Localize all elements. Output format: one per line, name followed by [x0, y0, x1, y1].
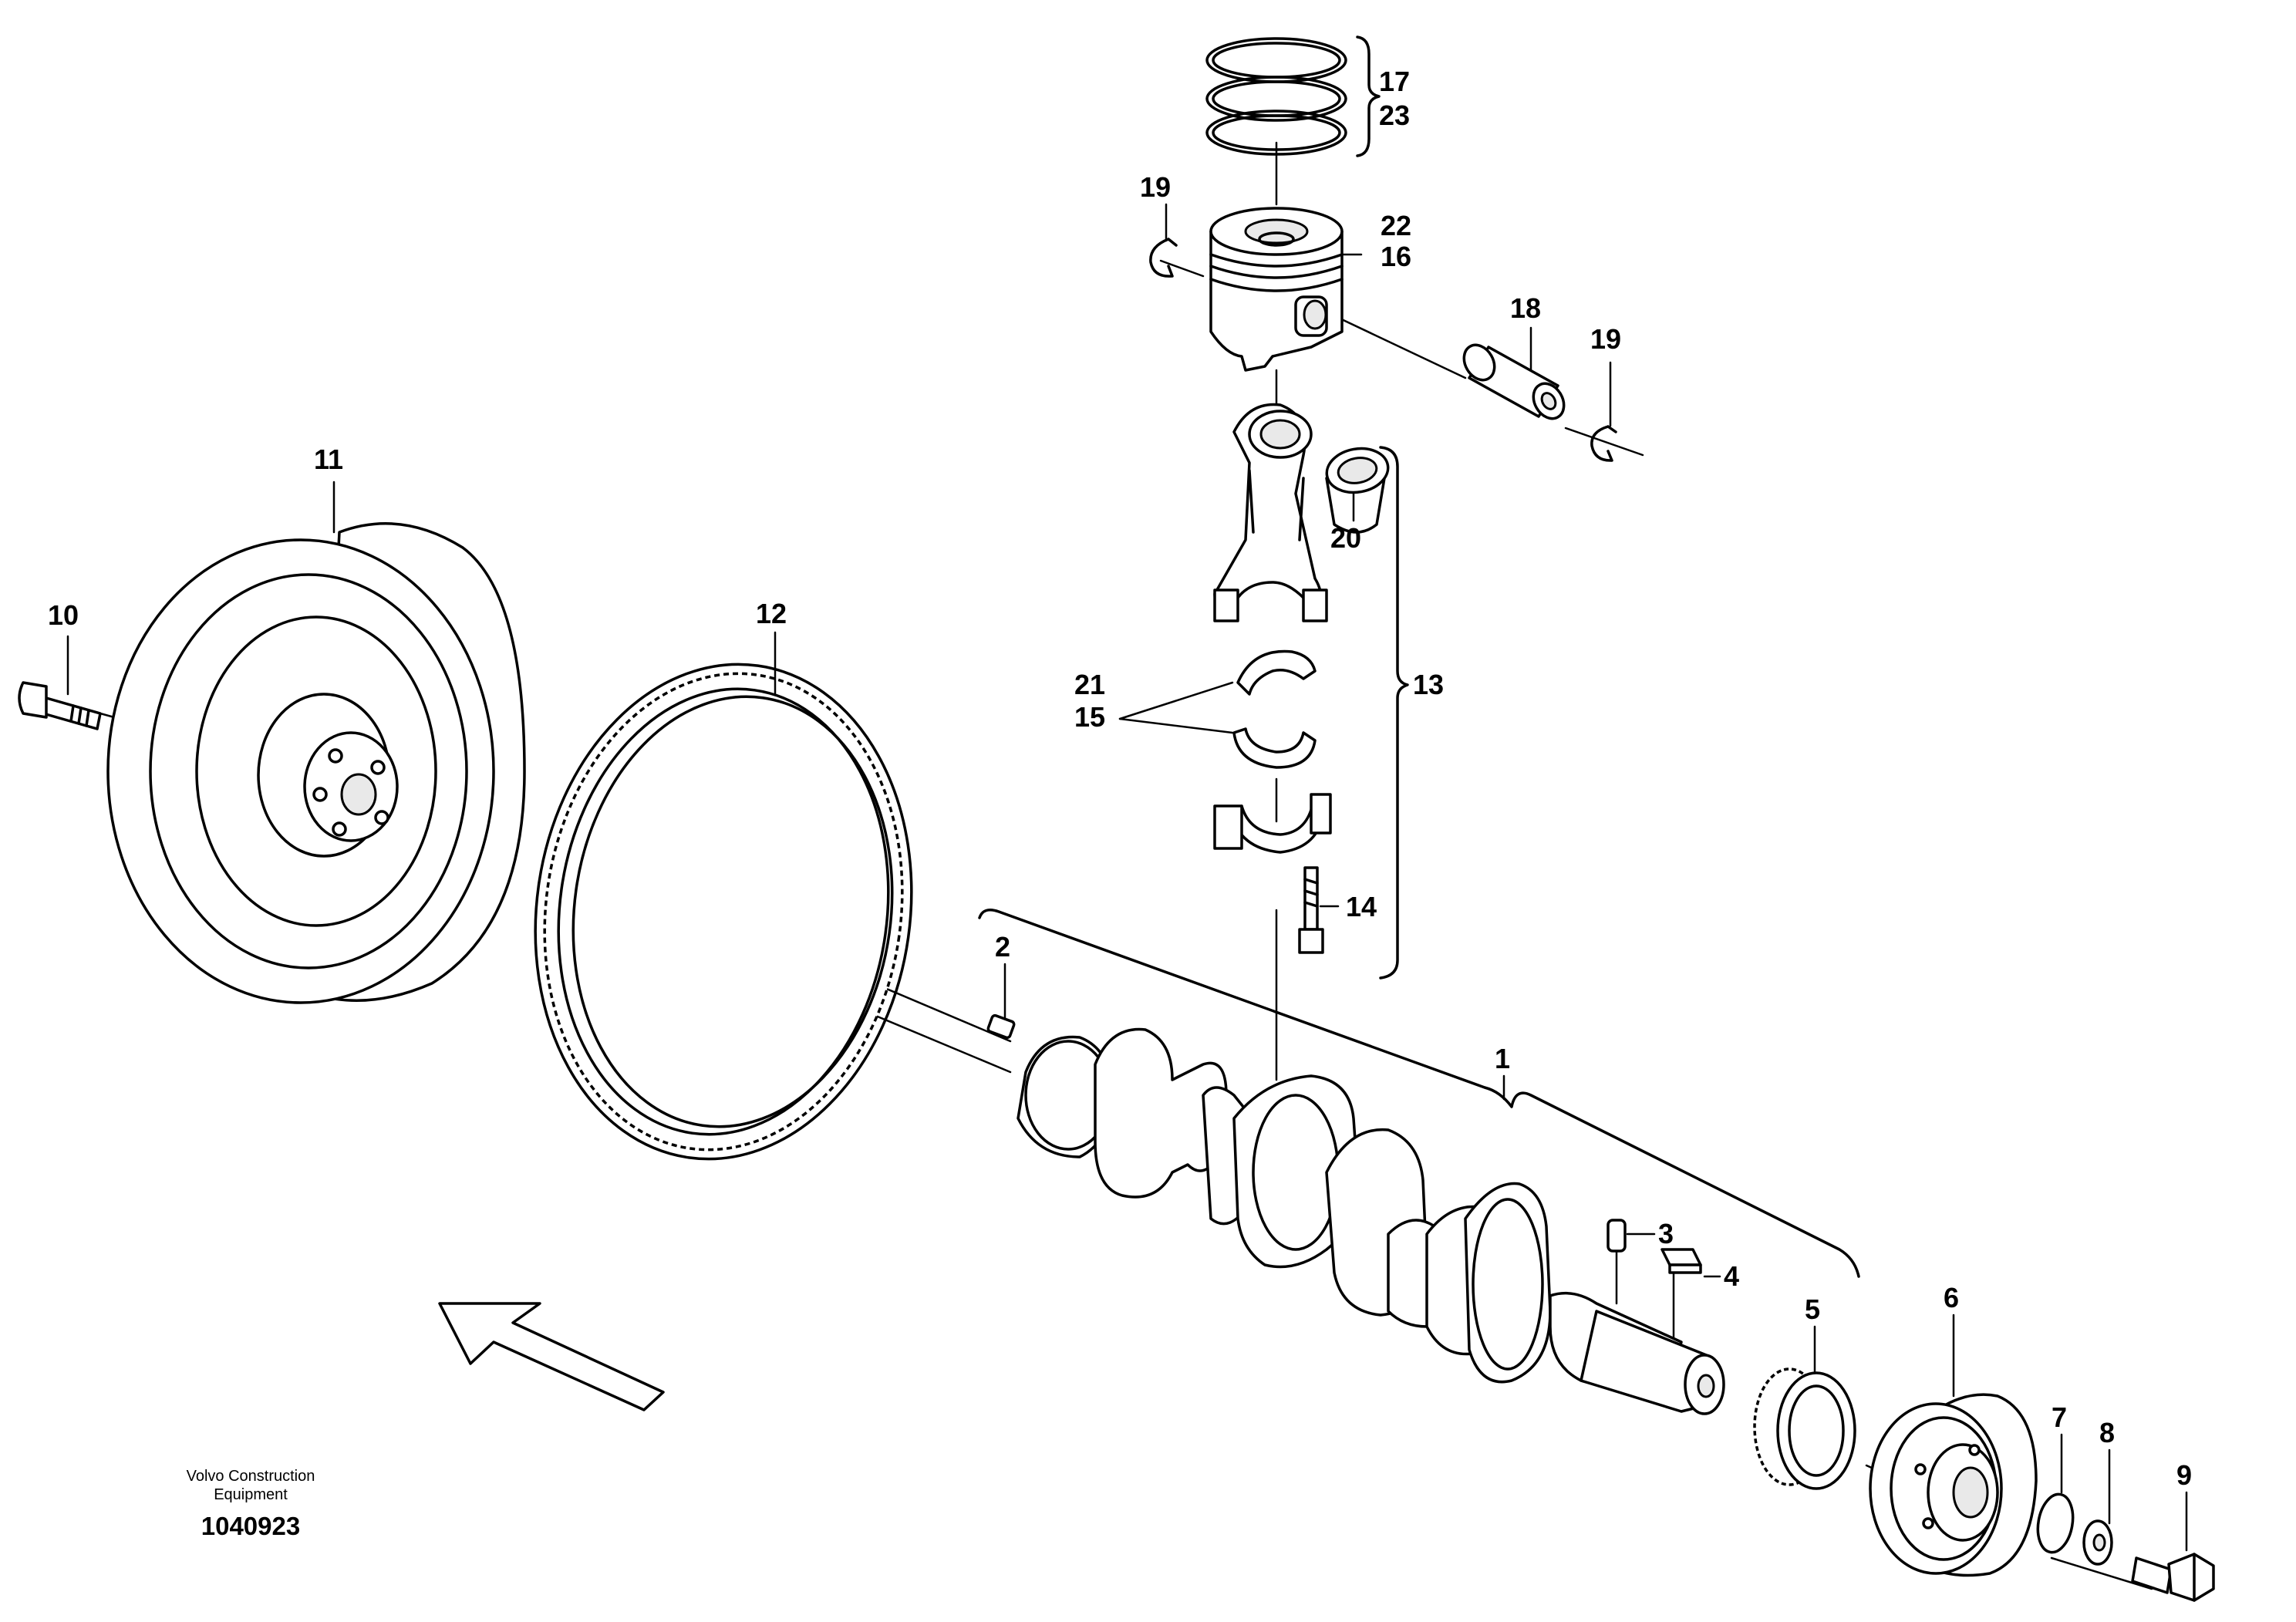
callout-6: 6: [1944, 1282, 1959, 1313]
connecting-rod-icon: [1213, 403, 1328, 622]
callout-1: 1: [1495, 1043, 1510, 1074]
company-name-line1: Volvo Construction: [187, 1468, 315, 1485]
callout-18: 18: [1510, 292, 1541, 324]
callout-17: 17: [1379, 66, 1410, 97]
callout-23: 23: [1379, 99, 1410, 131]
callout-19-right: 19: [1590, 323, 1621, 355]
callout-9: 9: [2176, 1459, 2192, 1491]
callout-22: 22: [1381, 210, 1411, 241]
callout-8: 8: [2099, 1417, 2115, 1448]
piston-rings-icon: [1205, 37, 1347, 156]
ring-gear-icon: [534, 663, 913, 1161]
circlip-icon-right: [1590, 425, 1617, 462]
bracket-13: [1379, 446, 1409, 980]
bolt-icon-14: [1298, 866, 1324, 954]
pin-icon-3: [1607, 1219, 1627, 1305]
callout-7: 7: [2052, 1401, 2067, 1433]
key-icon-4: [1660, 1248, 1702, 1340]
drawing-number: 1040923: [201, 1512, 300, 1540]
callout-13: 13: [1413, 669, 1444, 700]
bracket-1: [978, 909, 1860, 1278]
washer-icon: [2082, 1519, 2113, 1566]
piston-pin-icon: [1462, 343, 1566, 420]
callout-19-left: 19: [1140, 171, 1171, 203]
circlip-icon-left: [1149, 238, 1178, 278]
callout-4: 4: [1724, 1260, 1739, 1292]
callout-labels: 17 23 19 22 16 18 19 20 21 15 13 14 11 1…: [48, 66, 2192, 1491]
gear-icon: [1753, 1367, 1856, 1490]
bracket-17-23: [1356, 35, 1381, 157]
drawing-footer: Volvo Construction Equipment 1040923: [187, 1468, 315, 1540]
bearing-shell-icon: [1213, 649, 1332, 854]
crankshaft-icon: [986, 1013, 1725, 1415]
callout-11: 11: [314, 443, 343, 475]
bolt-icon-9: [2131, 1553, 2215, 1602]
dowel-pin-icon: [986, 1013, 1016, 1040]
flywheel-icon: [106, 522, 526, 1004]
callout-2: 2: [995, 931, 1010, 963]
callout-10: 10: [48, 599, 79, 631]
leader-lines: [66, 203, 2188, 1552]
callout-21: 21: [1074, 669, 1105, 700]
bushing-icon: [1325, 447, 1390, 534]
callout-12: 12: [756, 598, 787, 629]
callout-3: 3: [1658, 1218, 1674, 1249]
piston-icon: [1209, 207, 1344, 372]
damper-pulley-icon: [1869, 1393, 2038, 1577]
callout-20: 20: [1330, 522, 1361, 554]
company-name-line2: Equipment: [214, 1486, 288, 1503]
bolt-icon-10: [18, 681, 102, 730]
o-ring-icon: [2036, 1492, 2075, 1554]
callout-5: 5: [1805, 1293, 1820, 1325]
arrow-icon: [438, 1302, 665, 1411]
callout-15: 15: [1074, 701, 1105, 733]
callout-14: 14: [1346, 891, 1377, 922]
callout-16: 16: [1381, 241, 1411, 272]
